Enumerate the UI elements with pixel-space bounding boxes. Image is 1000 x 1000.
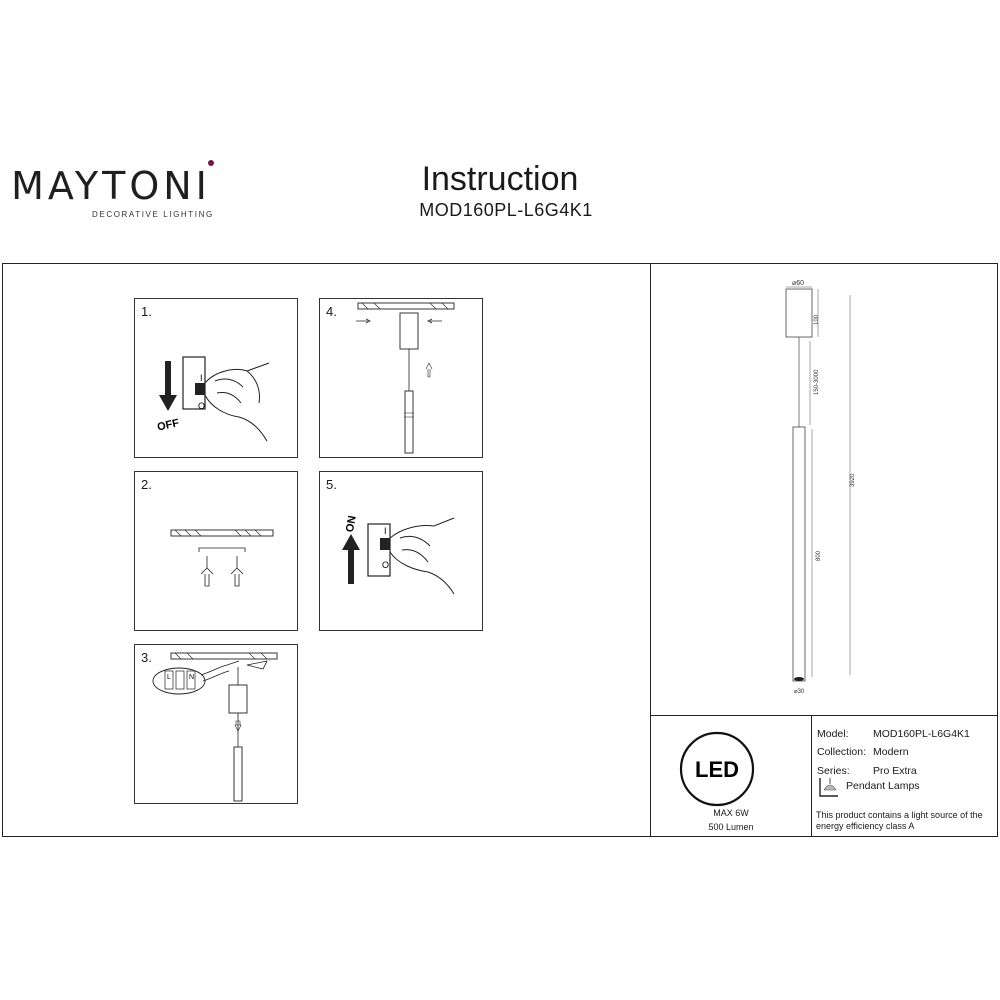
model-value: MOD160PL-L6G4K1 [873, 728, 970, 740]
dimension-drawing: ⌀60 100 150-3000 3920 800 ⌀30 [785, 280, 856, 695]
series-value: Pro Extra [873, 765, 917, 777]
step-4-panel: 4. [319, 298, 483, 458]
svg-text:LED: LED [695, 757, 739, 782]
step-5-panel: 5. ON I O [319, 471, 483, 631]
lumen-rating: 500 Lumen [708, 822, 754, 832]
on-label: ON [344, 515, 359, 533]
switch-off-mark: O [198, 401, 205, 411]
step-2-panel: 2. [134, 471, 298, 631]
mounting-illustration [356, 302, 455, 454]
switch-on-illustration: ON I O [342, 515, 455, 595]
switch-on-mark: I [200, 373, 203, 383]
wiring-illustration: L N [152, 652, 278, 802]
dim-cable-length: 150-3000 [814, 369, 820, 395]
frame-divider-horizontal [650, 715, 998, 717]
dim-tube-diameter: ⌀30 [794, 689, 805, 695]
model-label: Model: [817, 728, 849, 740]
logo-dot [208, 160, 214, 166]
energy-text-line-2: energy efficiency class A [816, 821, 915, 831]
frame-divider-vertical [650, 263, 652, 837]
step-1-panel: 1. OFF I O [134, 298, 298, 458]
pendant-lamp-icon [819, 778, 838, 797]
step-number: 2. [141, 477, 152, 492]
collection-value: Modern [873, 746, 909, 758]
step-number: 1. [141, 304, 152, 319]
terminal-n: N [189, 674, 194, 681]
ceiling-drill-illustration [170, 529, 274, 587]
off-label: OFF [156, 417, 180, 433]
dim-total-height: 3920 [850, 473, 856, 487]
led-icon: LED [679, 731, 755, 807]
spec-divider [811, 715, 813, 837]
step-number: 3. [141, 650, 152, 665]
page-title: Instruction [421, 160, 579, 198]
brand-tagline: DECORATIVE LIGHTING [92, 210, 214, 219]
step-number: 5. [326, 477, 337, 492]
switch-off-illustration: OFF I O [156, 356, 270, 442]
dim-canopy-height: 100 [814, 314, 820, 325]
energy-text-line-1: This product contains a light source of … [816, 810, 983, 820]
switch-off-mark: O [382, 560, 389, 570]
dim-tube-length: 800 [816, 550, 822, 561]
series-label: Series: [817, 765, 850, 777]
step-3-panel: 3. L N [134, 644, 298, 804]
switch-on-mark: I [384, 526, 387, 536]
power-rating: MAX 6W [713, 808, 749, 818]
step-number: 4. [326, 304, 337, 319]
model-code: MOD160PL-L6G4K1 [419, 200, 593, 220]
brand-logo: MAYTONI [11, 164, 211, 208]
product-type: Pendant Lamps [846, 780, 920, 792]
instruction-frame [2, 263, 998, 837]
collection-label: Collection: [817, 746, 867, 758]
terminal-l: L [167, 674, 171, 681]
dim-canopy-diameter: ⌀60 [792, 280, 804, 287]
